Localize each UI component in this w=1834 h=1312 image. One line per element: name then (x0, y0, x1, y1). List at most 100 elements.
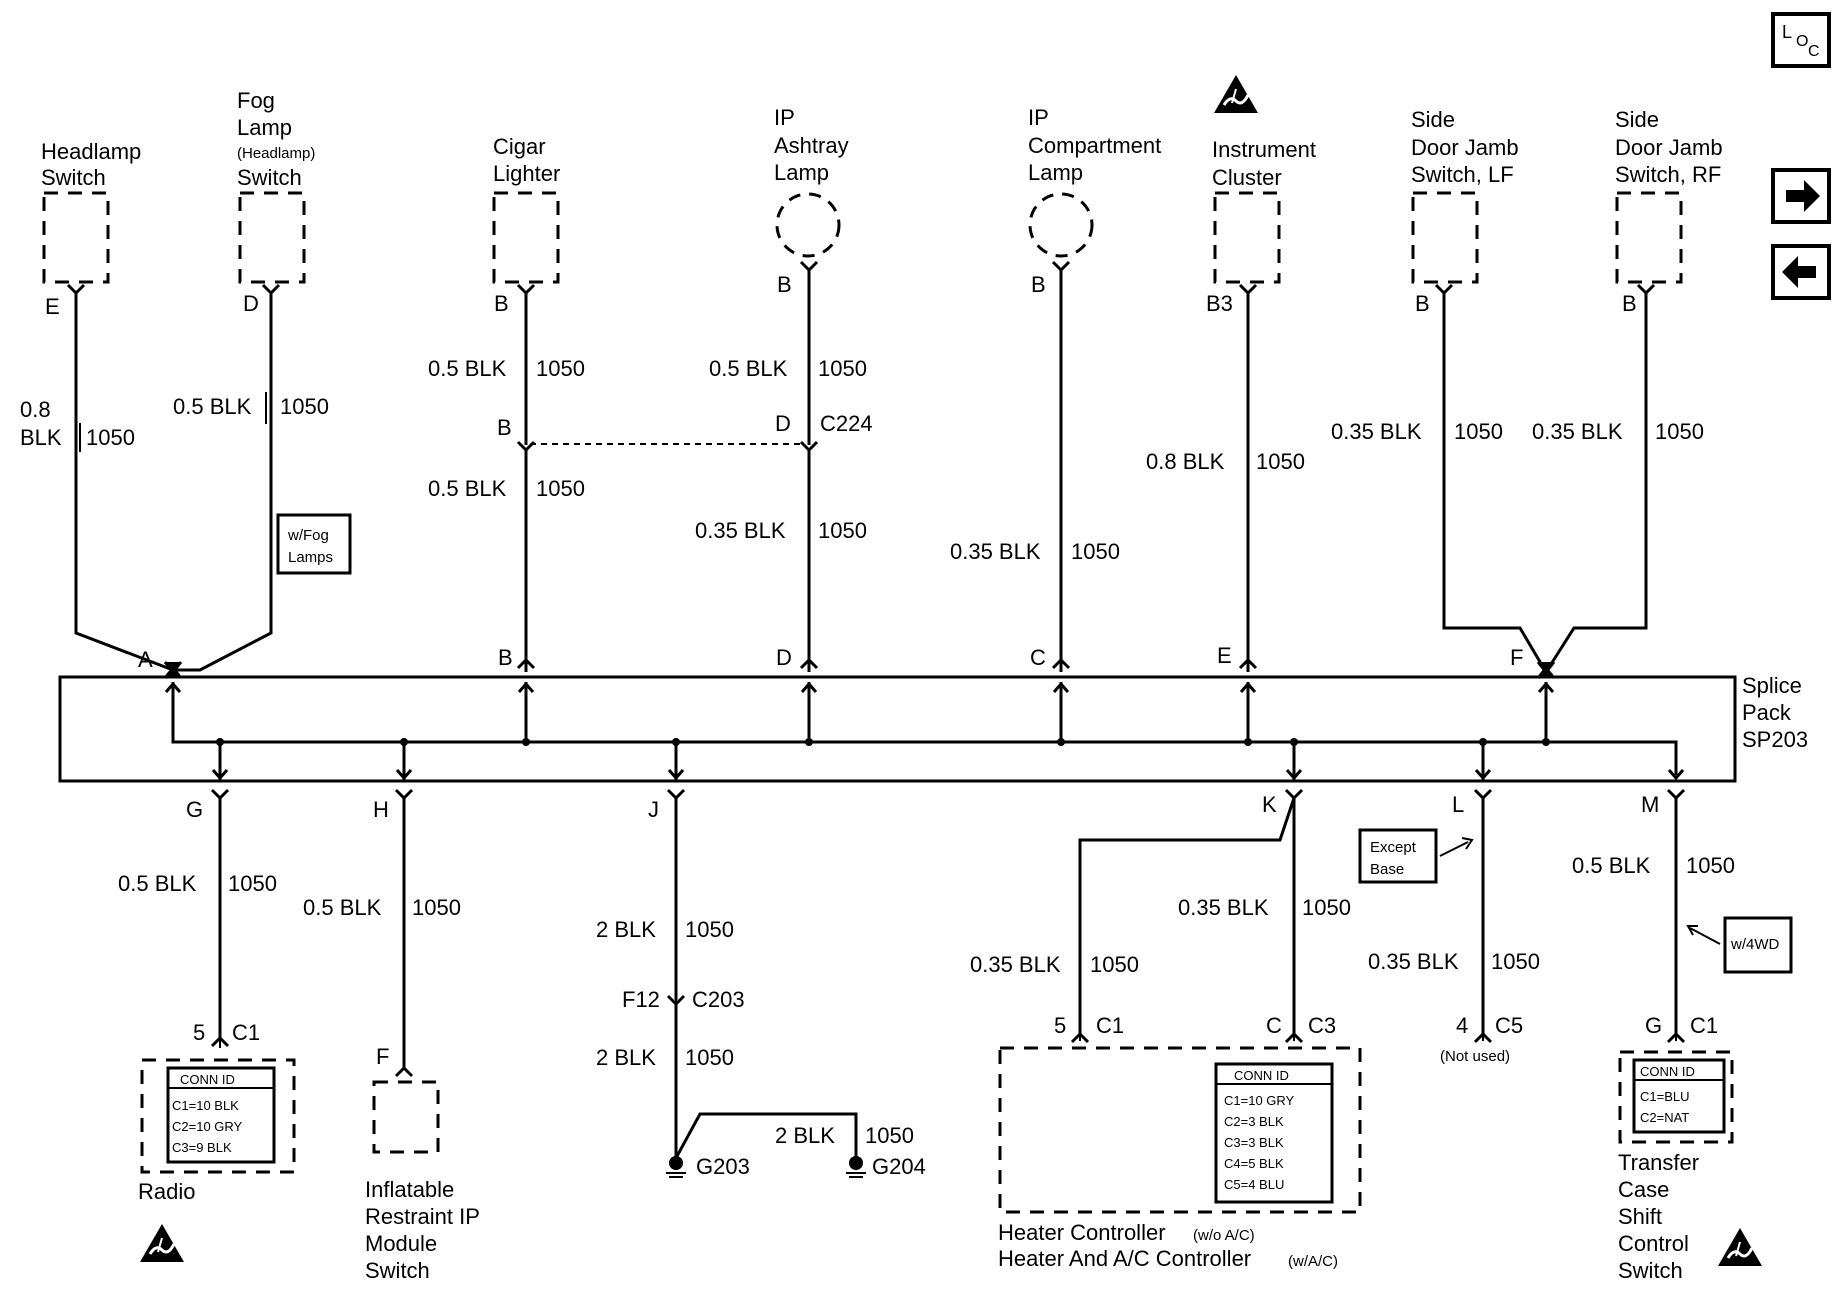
left-arrow-icon[interactable] (1771, 244, 1831, 300)
fog-lamps-note: w/Fog Lamps (276, 513, 352, 575)
transfer-case-switch: 0.5 BLK 1050 w/4WD G C1 CONN ID C1=BLU C… (1572, 853, 1793, 1283)
except-base-note: Except Base (1358, 828, 1438, 884)
svg-text:C: C (1266, 1013, 1282, 1038)
svg-text:Except: Except (1370, 839, 1417, 856)
svg-text:Shift: Shift (1618, 1204, 1662, 1229)
svg-text:B: B (497, 415, 512, 440)
ip-compartment-lamp: IP Compartment Lamp B (1028, 105, 1161, 297)
svg-text:B: B (494, 291, 509, 316)
svg-text:(w/A/C): (w/A/C) (1288, 1253, 1338, 1270)
svg-text:C4=5 BLK: C4=5 BLK (1224, 1156, 1284, 1171)
svg-text:Door Jamb: Door Jamb (1411, 135, 1519, 160)
svg-text:C1: C1 (1690, 1013, 1718, 1038)
svg-text:1050: 1050 (280, 394, 329, 419)
transfer-conn-id-table: CONN ID C1=BLU C2=NAT (1632, 1058, 1726, 1134)
svg-text:L: L (1782, 22, 1792, 42)
svg-text:0.8: 0.8 (20, 397, 51, 422)
right-arrow-icon[interactable] (1771, 168, 1831, 224)
pointer-arrow-icon (1439, 837, 1474, 857)
radio-circuit: 0.5 BLK 1050 5 C1 CONN ID C1=10 BLK C2=1… (118, 871, 296, 1264)
svg-text:0.5 BLK: 0.5 BLK (428, 356, 507, 381)
unused-circuit: Except Base 0.35 BLK 1050 4 C5 (Not used… (1358, 828, 1540, 1065)
svg-text:Switch, LF: Switch, LF (1411, 162, 1514, 187)
svg-text:(w/o A/C): (w/o A/C) (1193, 1227, 1255, 1244)
svg-text:1050: 1050 (1071, 539, 1120, 564)
svg-text:Switch, RF: Switch, RF (1615, 162, 1721, 187)
svg-text:J: J (648, 797, 659, 822)
ground-circuit: 2 BLK 1050 F12 C203 2 BLK 1050 2 BLK 105… (596, 917, 926, 1179)
top-wires (66, 260, 1656, 673)
svg-text:1050: 1050 (685, 1045, 734, 1070)
svg-text:Lamp: Lamp (774, 160, 829, 185)
svg-text:(Not used): (Not used) (1440, 1048, 1510, 1065)
svg-text:CONN ID: CONN ID (1234, 1068, 1289, 1083)
headlamp-switch: Headlamp Switch E (41, 139, 141, 319)
svg-text:2 BLK: 2 BLK (596, 1045, 656, 1070)
top-wire-labels: 0.8 BLK 1050 0.5 BLK 1050 0.5 BLK 1050 B… (20, 356, 1704, 564)
svg-text:Base: Base (1370, 861, 1404, 878)
svg-text:0.35 BLK: 0.35 BLK (1368, 949, 1459, 974)
svg-text:Splice: Splice (1742, 673, 1802, 698)
svg-text:Restraint IP: Restraint IP (365, 1204, 480, 1229)
svg-text:0.35 BLK: 0.35 BLK (1178, 895, 1269, 920)
svg-text:C5: C5 (1495, 1013, 1523, 1038)
svg-text:4: 4 (1456, 1013, 1468, 1038)
svg-text:Switch: Switch (41, 165, 106, 190)
svg-text:O: O (1796, 33, 1808, 50)
svg-text:Heater And A/C Controller: Heater And A/C Controller (998, 1246, 1251, 1271)
svg-text:B: B (1622, 291, 1637, 316)
svg-text:C1=10 GRY: C1=10 GRY (1224, 1093, 1295, 1108)
svg-text:Side: Side (1411, 107, 1455, 132)
svg-text:Transfer: Transfer (1618, 1150, 1699, 1175)
svg-text:0.5 BLK: 0.5 BLK (709, 356, 788, 381)
svg-text:1050: 1050 (228, 871, 277, 896)
svg-text:1050: 1050 (865, 1123, 914, 1148)
svg-text:1050: 1050 (1302, 895, 1351, 920)
svg-text:Radio: Radio (138, 1179, 195, 1204)
svg-text:C3=3 BLK: C3=3 BLK (1224, 1135, 1284, 1150)
junction-markers (163, 661, 1556, 679)
svg-text:w/4WD: w/4WD (1730, 936, 1780, 953)
svg-text:C224: C224 (820, 411, 873, 436)
svg-text:Cigar: Cigar (493, 134, 546, 159)
svg-text:D: D (243, 291, 259, 316)
svg-text:C1: C1 (1096, 1013, 1124, 1038)
svg-text:Switch: Switch (365, 1258, 430, 1283)
svg-text:IP: IP (1028, 105, 1049, 130)
svg-text:0.35 BLK: 0.35 BLK (970, 952, 1061, 977)
svg-text:C2=10 GRY: C2=10 GRY (172, 1119, 243, 1134)
svg-text:1050: 1050 (536, 356, 585, 381)
svg-text:1050: 1050 (685, 917, 734, 942)
svg-text:IP: IP (774, 105, 795, 130)
svg-text:B: B (1031, 272, 1046, 297)
w4wd-note: w/4WD (1723, 916, 1793, 974)
svg-text:Headlamp: Headlamp (41, 139, 141, 164)
svg-text:M: M (1641, 792, 1659, 817)
svg-text:1050: 1050 (86, 425, 135, 450)
side-door-jamb-switch-lf: Side Door Jamb Switch, LF B (1411, 107, 1519, 316)
svg-text:C2=3 BLK: C2=3 BLK (1224, 1114, 1284, 1129)
svg-text:G203: G203 (696, 1154, 750, 1179)
svg-text:1050: 1050 (818, 518, 867, 543)
svg-text:C3=9 BLK: C3=9 BLK (172, 1140, 232, 1155)
svg-text:A: A (138, 647, 153, 672)
svg-text:0.35 BLK: 0.35 BLK (695, 518, 786, 543)
svg-text:E: E (45, 294, 60, 319)
svg-text:0.8 BLK: 0.8 BLK (1146, 449, 1225, 474)
svg-text:D: D (775, 411, 791, 436)
svg-text:G: G (186, 797, 203, 822)
svg-text:C5=4 BLU: C5=4 BLU (1224, 1177, 1284, 1192)
svg-text:B: B (498, 645, 513, 670)
svg-text:0.35 BLK: 0.35 BLK (1532, 419, 1623, 444)
svg-text:C1=BLU: C1=BLU (1640, 1089, 1690, 1104)
svg-text:C203: C203 (692, 987, 745, 1012)
loc-icon[interactable]: L O C (1771, 12, 1831, 68)
ground-g204-icon (846, 1156, 866, 1178)
svg-text:B3: B3 (1206, 291, 1233, 316)
svg-text:1050: 1050 (1090, 952, 1139, 977)
svg-text:G: G (1645, 1013, 1662, 1038)
esd-warning-icon (1716, 1226, 1764, 1268)
ground-g203-icon (666, 1156, 686, 1178)
svg-text:Heater Controller: Heater Controller (998, 1220, 1166, 1245)
